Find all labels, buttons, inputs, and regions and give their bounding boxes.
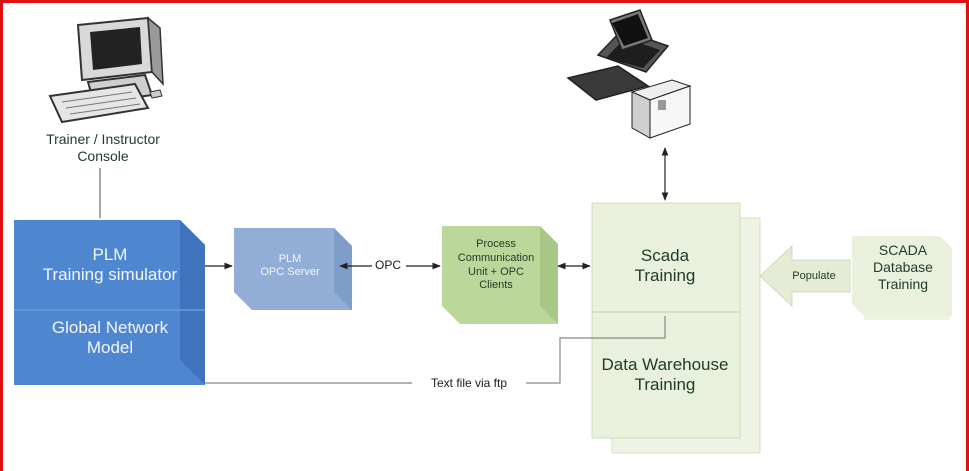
pcu-line3: Unit + OPC <box>468 265 524 278</box>
data-warehouse-line1: Data Warehouse <box>601 355 729 374</box>
scada-db-line1: SCADA <box>878 242 928 258</box>
populate-label: Populate <box>792 270 836 282</box>
scada-workstation-icon[interactable] <box>566 9 692 139</box>
pcu-line4: Clients <box>479 279 513 292</box>
scada-training-line1: Scada <box>640 246 690 265</box>
scada-training-line2: Training <box>634 266 696 286</box>
ftp-label: Text file via ftp <box>412 376 526 391</box>
plm-simulator-block[interactable] <box>14 220 205 385</box>
scada-training-label: Scada Training <box>600 246 730 287</box>
pcu-label: Process Communication Unit + OPC Clients <box>446 238 546 293</box>
pcu-block[interactable] <box>442 226 558 324</box>
opc-server-label: PLM OPC Server <box>240 253 340 279</box>
pcu-line1: Process <box>476 238 516 250</box>
trainer-computer-icon[interactable] <box>48 16 164 124</box>
global-network-line1: Global Network <box>51 318 169 337</box>
opc-server-block[interactable] <box>234 228 352 310</box>
plm-line1: PLM <box>92 245 128 264</box>
opc-link-label: OPC <box>374 258 401 272</box>
data-warehouse-label: Data Warehouse Training <box>595 355 735 396</box>
opc-server-line1: PLM <box>278 253 302 265</box>
plm-line2: Training simulator <box>42 265 178 285</box>
scada-db-line2: Database <box>873 258 933 275</box>
global-network-label: Global Network Model <box>20 318 200 359</box>
scada-db-line3: Training <box>877 275 929 292</box>
pcu-line2: Communication <box>457 251 535 264</box>
ftp-line-right <box>525 316 666 384</box>
data-warehouse-line2: Training <box>634 375 696 395</box>
global-network-line2: Model <box>86 338 134 358</box>
populate-arrow <box>759 244 851 308</box>
scada-db-block[interactable] <box>852 236 952 320</box>
trainer-console-label: Trainer / Instructor Console <box>28 131 178 165</box>
scada-db-label: SCADA Database Training <box>862 242 944 292</box>
scada-stack-block[interactable] <box>591 202 761 454</box>
plm-simulator-label: PLM Training simulator <box>20 245 200 286</box>
trainer-console-line1: Trainer / Instructor <box>46 131 160 147</box>
trainer-console-line2: Console <box>77 147 129 164</box>
opc-server-line2: OPC Server <box>260 266 320 279</box>
